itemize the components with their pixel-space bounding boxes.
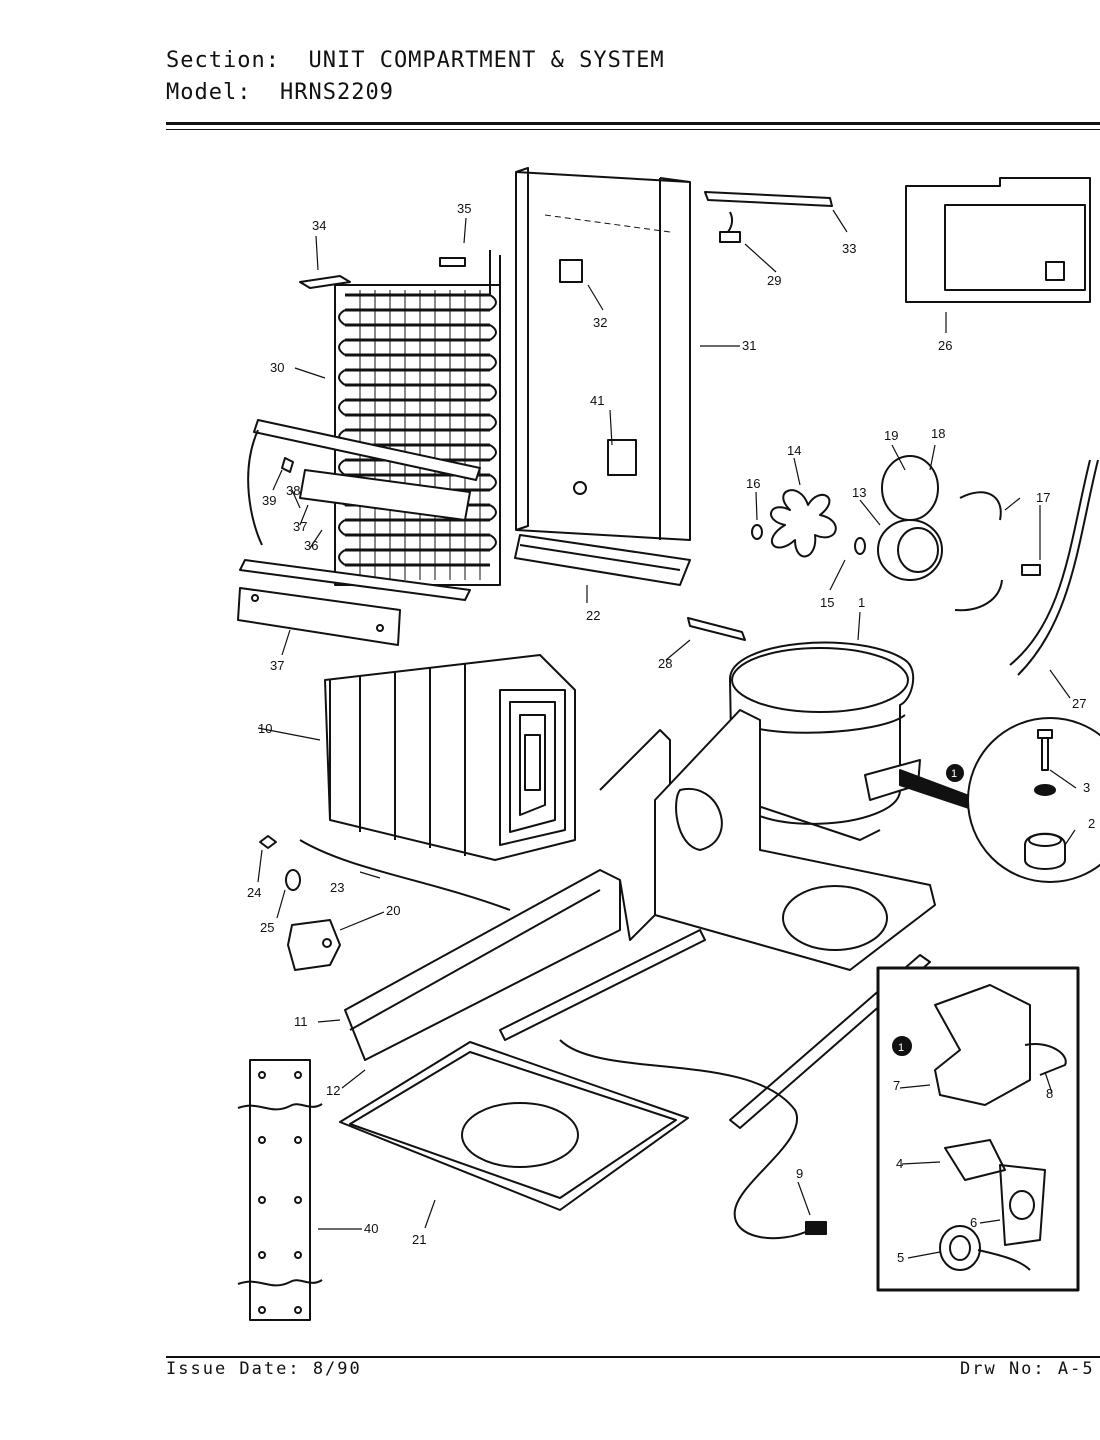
section-value: UNIT COMPARTMENT & SYSTEM xyxy=(308,48,665,73)
callout-37-lower: 37 xyxy=(270,658,284,673)
callout-41: 41 xyxy=(590,393,604,408)
callout-16: 16 xyxy=(746,476,760,491)
condenser-coil xyxy=(299,250,501,586)
callout-6: 6 xyxy=(970,1215,977,1230)
callout-26: 26 xyxy=(938,338,952,353)
thermostat-bracket xyxy=(704,191,833,207)
callout-13: 13 xyxy=(852,485,866,500)
callout-9: 9 xyxy=(796,1166,803,1181)
condenser-fan xyxy=(751,455,1099,676)
callout-17: 17 xyxy=(1036,490,1050,505)
model-header: Model: HRNS2209 xyxy=(166,80,394,105)
callout-33: 33 xyxy=(842,241,856,256)
callout-8: 8 xyxy=(1046,1086,1053,1101)
back-panel xyxy=(515,167,691,541)
callout-22: 22 xyxy=(586,608,600,623)
thermostat-sensor xyxy=(719,211,741,243)
inset-marker-label: 1 xyxy=(898,1042,904,1054)
base-frame xyxy=(344,709,936,1129)
cover-plate xyxy=(905,177,1091,303)
callout-24: 24 xyxy=(247,885,261,900)
defrost-timer xyxy=(287,919,341,971)
callout-36: 36 xyxy=(304,538,318,553)
callout-21: 21 xyxy=(412,1232,426,1247)
callout-4: 4 xyxy=(896,1156,903,1171)
inset-marker-label-compressor: 1 xyxy=(951,768,957,780)
callout-20: 20 xyxy=(386,903,400,918)
callout-18: 18 xyxy=(931,426,945,441)
callout-numbers: 34 35 33 29 32 31 30 26 41 14 19 18 16 1… xyxy=(247,201,1095,1265)
callout-34: 34 xyxy=(312,218,326,233)
capillary-tube xyxy=(687,617,746,641)
section-header: Section: UNIT COMPARTMENT & SYSTEM xyxy=(166,48,665,73)
coil-bracket-assembly xyxy=(237,419,481,646)
issue-date: Issue Date: 8/90 xyxy=(166,1359,362,1379)
callout-15: 15 xyxy=(820,595,834,610)
callout-10: 10 xyxy=(258,721,272,736)
callout-25: 25 xyxy=(260,920,274,935)
callout-1: 1 xyxy=(858,595,865,610)
relay-inset-box xyxy=(876,966,1080,1292)
callout-32: 32 xyxy=(593,315,607,330)
callout-5: 5 xyxy=(897,1250,904,1265)
callout-38: 38 xyxy=(286,483,300,498)
callout-2: 2 xyxy=(1088,816,1095,831)
callout-3: 3 xyxy=(1083,780,1090,795)
callout-leaders xyxy=(257,209,1077,1259)
drain-pan xyxy=(339,1041,689,1211)
callout-23: 23 xyxy=(330,880,344,895)
power-cord xyxy=(559,1039,811,1240)
callout-7: 7 xyxy=(893,1078,900,1093)
callout-14: 14 xyxy=(787,443,801,458)
drawing-number: Drw No: A-5 xyxy=(960,1359,1095,1379)
model-label: Model: xyxy=(166,80,252,105)
callout-11: 11 xyxy=(294,1014,308,1029)
drain-trough xyxy=(514,534,691,586)
header-rule-thin xyxy=(166,129,1100,130)
callout-19: 19 xyxy=(884,428,898,443)
callout-27: 27 xyxy=(1072,696,1086,711)
callout-31: 31 xyxy=(742,338,756,353)
section-label: Section: xyxy=(166,48,280,73)
callout-28: 28 xyxy=(658,656,672,671)
callout-39: 39 xyxy=(262,493,276,508)
callout-40: 40 xyxy=(364,1221,378,1236)
callout-35: 35 xyxy=(457,201,471,216)
mount-detail-inset xyxy=(899,717,1100,883)
callout-12: 12 xyxy=(326,1083,340,1098)
side-strip xyxy=(237,1059,323,1321)
compressor xyxy=(728,641,921,841)
header-rule-thick xyxy=(166,122,1100,125)
evaporator xyxy=(324,654,576,861)
footer-rule xyxy=(166,1356,1100,1358)
model-value: HRNS2209 xyxy=(279,80,394,105)
callout-30: 30 xyxy=(270,360,284,375)
tube-23 xyxy=(299,839,511,911)
callout-37-upper: 37 xyxy=(293,519,307,534)
callout-29: 29 xyxy=(767,273,781,288)
